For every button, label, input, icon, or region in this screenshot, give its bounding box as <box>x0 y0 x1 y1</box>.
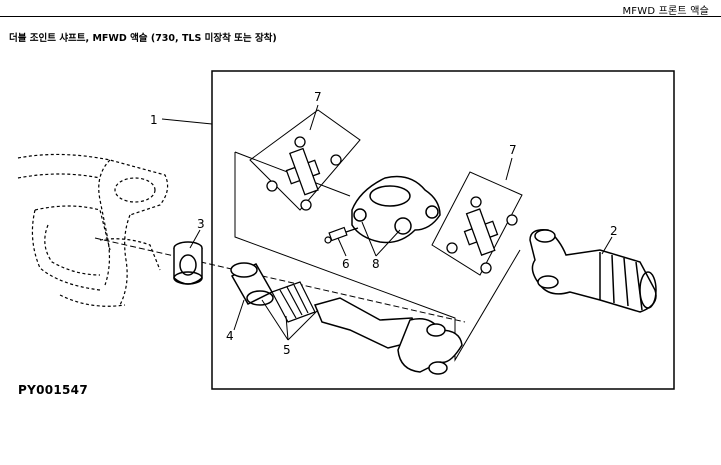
assembly-centerline <box>94 237 466 323</box>
callout-7-right: 7 <box>509 143 517 157</box>
callout-3: 3 <box>197 217 205 231</box>
callout-4: 4 <box>226 329 234 343</box>
callout-6: 6 <box>342 257 350 271</box>
leader-lines <box>189 221 613 341</box>
cross-kit-boundary-left <box>249 109 361 211</box>
center-coupler <box>351 175 441 244</box>
header-title: MFWD 프론트 액슬 <box>622 6 709 17</box>
cross-kit-right <box>446 196 518 274</box>
leader-line-1 <box>161 118 213 125</box>
bearing-seal <box>173 241 203 285</box>
header-rule <box>0 16 721 17</box>
leader-line-7b <box>505 157 513 181</box>
callout-5: 5 <box>283 343 291 357</box>
callout-2: 2 <box>610 224 618 238</box>
outer-yoke-shaft <box>529 228 657 313</box>
section-title: 더블 조인트 샤프트, MFWD 액슬 (730, TLS 미장착 또는 장착) <box>9 33 277 44</box>
grease-fitting <box>324 226 359 244</box>
callout-1: 1 <box>150 113 158 127</box>
splined-stub <box>271 281 316 323</box>
callout-8: 8 <box>372 257 380 271</box>
leader-line-7a <box>309 104 319 131</box>
cross-kit-boundary-right <box>431 171 523 276</box>
figure-id: PY001547 <box>18 383 88 397</box>
axle-housing-outline <box>17 153 169 307</box>
callout-7-left: 7 <box>314 90 322 104</box>
cross-kit-left <box>266 136 342 211</box>
bushing <box>230 262 274 306</box>
shaft-group-boundary <box>234 152 521 362</box>
inner-shaft-yoke <box>313 297 463 375</box>
diagram-frame <box>211 70 675 390</box>
